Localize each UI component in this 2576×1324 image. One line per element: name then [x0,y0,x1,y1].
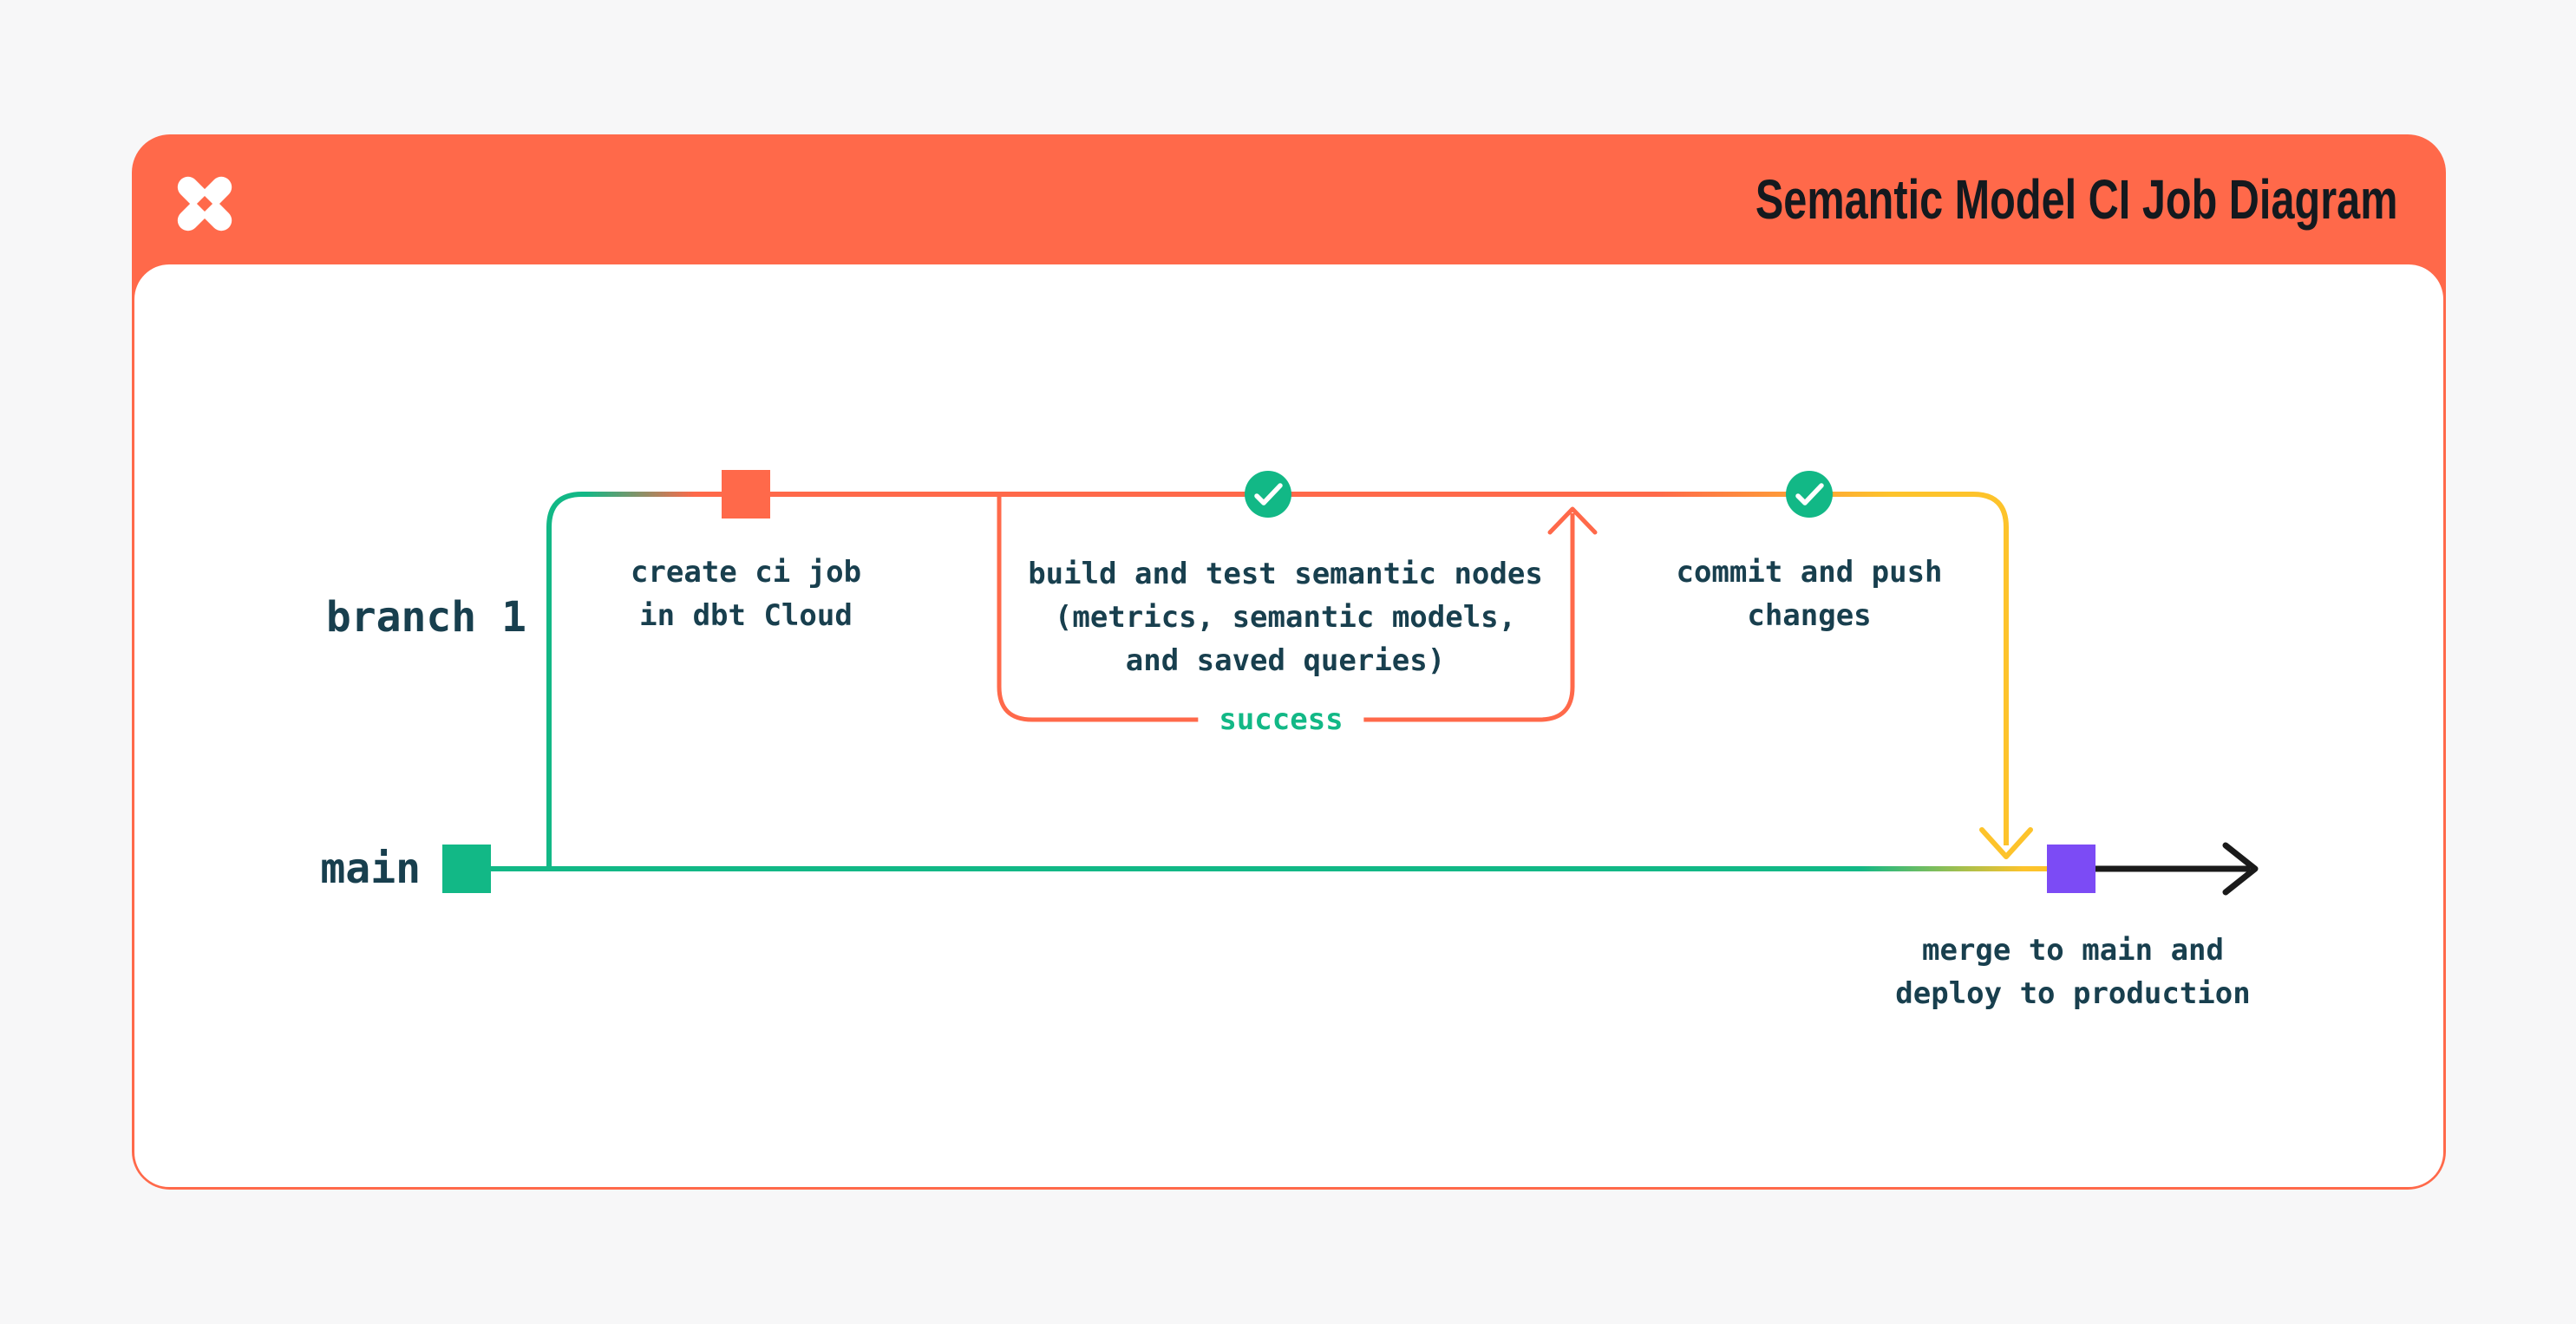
merge-line2: deploy to production [1895,976,2251,1011]
commit-push-line2: changes [1747,598,1872,633]
branch1-label: branch 1 [325,593,526,642]
commit-push-label: commit and push changes [1636,551,1983,637]
main-label: main [320,845,421,893]
build-test-line3: and saved queries) [1125,643,1446,678]
build-test-line2: (metrics, semantic models, [1054,600,1517,635]
success-label: success [1198,701,1364,739]
create-ci-line1: create ci job [630,555,862,590]
commit-push-line1: commit and push [1676,555,1943,590]
build-test-label: build and test semantic nodes (metrics, s… [1017,552,1554,682]
dbt-logo-icon [177,176,232,232]
create-ci-line2: in dbt Cloud [639,598,853,633]
merge-label: merge to main and deploy to production [1865,929,2281,1015]
build-test-line1: build and test semantic nodes [1028,557,1543,591]
merge-line1: merge to main and [1922,933,2224,968]
card-header: Semantic Model CI Job Diagram [132,134,2446,264]
create-ci-label: create ci job in dbt Cloud [572,551,919,637]
page-title: Semantic Model CI Job Diagram [1755,168,2397,231]
